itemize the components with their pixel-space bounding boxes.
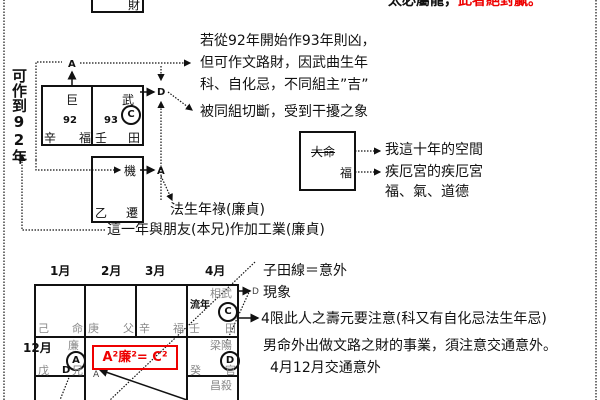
month-12: 12月 [23,341,52,355]
palace-tian: 田 [128,131,141,145]
top-note: 太必屬龍，此者絕對贏。 [388,0,542,9]
legend-box [299,131,356,191]
marker-c: C [121,105,141,125]
cell-stem: 辛 [139,322,150,335]
star-wu: 武 [122,93,135,107]
note-line-2: 但可作文路財，因武曲生年 [200,55,368,71]
marker-c-lower: C [218,302,238,322]
legend-da-ming: 大命 [311,145,336,159]
palace-box-lower [91,156,144,223]
cell-stem: 壬 [189,322,200,335]
marker-a-lower-left: A [66,351,86,371]
right-cell-name: 官 [225,364,236,377]
month-1: 1月 [50,264,71,278]
top-box-label: 財 [128,0,141,12]
month-4: 4月 [205,264,226,278]
cell-name: 命 [72,322,83,335]
top-note-black: 太必屬龍， [388,0,458,9]
vertical-label: 可作到92年 [10,68,28,164]
note-birth-lu: 法生年祿(廉貞) [170,202,265,218]
top-box [91,0,144,13]
marker-d-lower: D [220,351,240,371]
legend-note-top: 我這十年的空間 [385,142,483,158]
note-line-3: 科、自化忌，不同組主”吉” [200,77,369,93]
note-friend: 這一年與朋友(本兄)作加工業(廉貞) [107,222,325,238]
year-93: 93 [104,115,118,126]
cell-stars: 相武 [210,287,232,300]
legend-note-bottom-1: 疾厄宮的疾厄宮 [385,164,483,180]
stem-ren: 壬 [95,131,108,145]
marker-d-right: D [252,287,259,297]
stem-yi: 乙 [95,206,108,220]
top-note-red: 此者絕對贏。 [458,0,542,9]
note-line-1: 若從92年開始作93年則凶， [200,33,376,49]
left-cell-name: 兄 [72,364,83,377]
stem-xin: 辛 [44,131,57,145]
legend-fu: 福 [340,166,353,180]
cell-name: 福 [173,322,184,335]
marker-d: D [157,87,166,98]
month-2: 2月 [101,264,122,278]
marker-a-top: A [68,59,76,70]
cell-stem: 庚 [88,322,99,335]
left-cell-d: D [62,365,71,376]
right-cell-stars: 梁陽 [210,339,232,352]
lower-note-5: 4月12月交通意外 [270,360,381,376]
star-ji: 機 [124,164,137,178]
year-92: 92 [63,115,77,126]
left-cell-stem: 戊 [38,364,49,377]
marker-a-lower: A [157,166,165,177]
lower-note-3: 4限此人之壽元要注意(科又有自化忌法生年忌) [261,311,547,327]
liu-nian-label: 流年 [190,300,210,311]
month-3: 3月 [145,264,166,278]
lower-note-4: 男命外出做文路之財的事業，須注意交通意外。 [263,338,557,354]
legend-note-bottom-2: 福、氣、道德 [385,184,469,200]
lower-note-2: 現象 [263,285,291,301]
left-cell-star: 廉 [68,339,79,352]
palace-fu: 福 [79,131,92,145]
note-line-4: 被同組切斷，受到干擾之象 [200,104,368,120]
lower-note-1: 子田線＝意外 [263,263,347,279]
cell-stem: 己 [38,322,49,335]
formula-box: A²廉²= C² [92,345,178,370]
right-cell-stars-bottom: 昌殺 [210,379,232,392]
cell-name: 父 [123,322,134,335]
star-ju: 巨 [66,93,79,107]
marker-a-arrowhead: A [93,370,100,380]
right-cell-stem: 癸 [190,364,201,377]
cell-name: 田 [225,322,236,335]
palace-qian: 遷 [126,206,139,220]
